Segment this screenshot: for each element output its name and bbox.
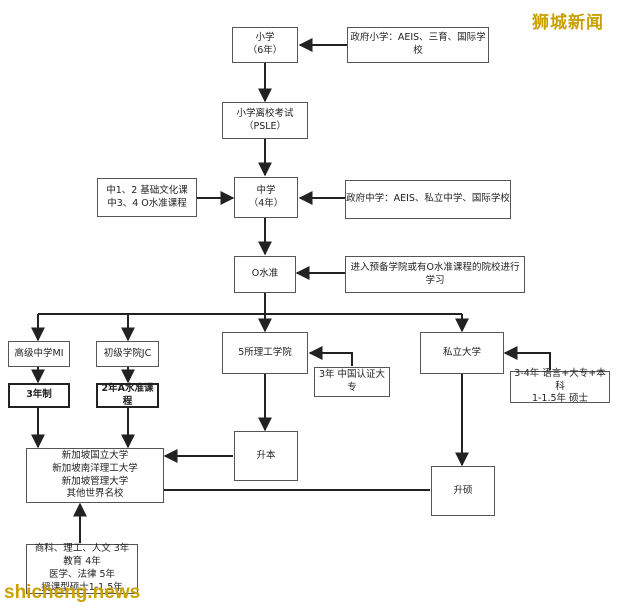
arrow-diploma-poly xyxy=(308,346,353,366)
high-school-mi-box: 高级中学MI xyxy=(8,341,70,367)
junior-college-box-line: 初级学院JC xyxy=(103,347,152,359)
brand-watermark: 狮城新闻 xyxy=(532,13,604,33)
high-school-mi-box-line: 高级中学MI xyxy=(14,347,64,359)
diploma-box-line: 3年 中国认证大专 xyxy=(318,369,386,393)
primary-school-box: 小学（6年） xyxy=(232,27,298,63)
private-courses-box-line: 1-1.5年 硕士 xyxy=(531,393,589,405)
secondary-school-box-line: 中学 xyxy=(256,184,276,196)
secondary-types-box: 政府中学：AEIS、私立中学、国际学校 xyxy=(345,180,511,219)
primary-types-box-line: 政府小学：AEIS、三育、国际学校 xyxy=(350,32,486,56)
a-level-box-line: 2年A水准课程 xyxy=(101,382,154,407)
olevel-alternative-box-line: 进入预备学院或有O水准课程的院校进行学习 xyxy=(350,261,520,286)
upgrade-bachelor-box-line: 升本 xyxy=(256,449,276,461)
universities-box-line: 新加坡南洋理工大学 xyxy=(52,462,138,474)
universities-box-line: 新加坡国立大学 xyxy=(61,449,129,461)
secondary-school-box: 中学（4年） xyxy=(234,177,298,218)
private-university-box: 私立大学 xyxy=(420,332,504,374)
psle-box-line: （PSLE） xyxy=(243,120,287,132)
junior-college-box: 初级学院JC xyxy=(96,341,159,367)
secondary-courses-box-line: 中3、4 O水准课程 xyxy=(107,197,187,209)
program-durations-box: 商科、理工、人文 3年教育 4年医学、法律 5年授课型硕士1-1.5年 xyxy=(26,543,138,594)
secondary-courses-box: 中1、2 基础文化课中3、4 O水准课程 xyxy=(97,178,197,217)
secondary-school-box-line: （4年） xyxy=(248,197,284,209)
a-level-box: 2年A水准课程 xyxy=(96,383,159,408)
secondary-types-box-line: 政府中学：AEIS、私立中学、国际学校 xyxy=(346,193,510,205)
program-durations-box-line: 授课型硕士1-1.5年 xyxy=(41,581,123,593)
diploma-box: 3年 中国认证大专 xyxy=(314,367,390,397)
universities-box: 新加坡国立大学新加坡南洋理工大学新加坡管理大学其他世界名校 xyxy=(26,448,164,503)
secondary-courses-box-line: 中1、2 基础文化课 xyxy=(106,184,188,196)
program-durations-box-line: 教育 4年 xyxy=(63,556,101,568)
program-durations-box-line: 商科、理工、人文 3年 xyxy=(34,543,130,555)
upgrade-master-box: 升硕 xyxy=(431,466,495,516)
universities-box-line: 其他世界名校 xyxy=(66,488,124,500)
upgrade-bachelor-box: 升本 xyxy=(234,431,298,481)
primary-types-box: 政府小学：AEIS、三育、国际学校 xyxy=(347,27,489,63)
three-year-box-line: 3年制 xyxy=(26,389,52,401)
olevel-box-line: O水准 xyxy=(251,268,279,280)
psle-box: 小学离校考试（PSLE） xyxy=(222,102,308,139)
polytechnic-box-line: 5所理工学院 xyxy=(238,346,292,358)
program-durations-box-line: 医学、法律 5年 xyxy=(48,569,116,580)
three-year-box: 3年制 xyxy=(8,383,70,408)
arrow-privcourses-private xyxy=(503,346,551,370)
polytechnic-box: 5所理工学院 xyxy=(222,332,308,374)
olevel-box: O水准 xyxy=(234,256,296,293)
private-courses-box-line: 3-4年 语言+大专+本科 xyxy=(514,367,606,392)
psle-box-line: 小学离校考试 xyxy=(236,107,294,119)
upgrade-master-box-line: 升硕 xyxy=(453,484,473,496)
primary-school-box-line: 小学 xyxy=(255,32,275,44)
primary-school-box-line: （6年） xyxy=(247,45,283,56)
arrow-olevel-split xyxy=(38,293,462,315)
site-watermark: shicheng.news xyxy=(4,582,141,603)
universities-box-line: 新加坡管理大学 xyxy=(61,475,129,487)
olevel-alternative-box: 进入预备学院或有O水准课程的院校进行学习 xyxy=(345,256,525,293)
private-university-box-line: 私立大学 xyxy=(442,346,481,358)
